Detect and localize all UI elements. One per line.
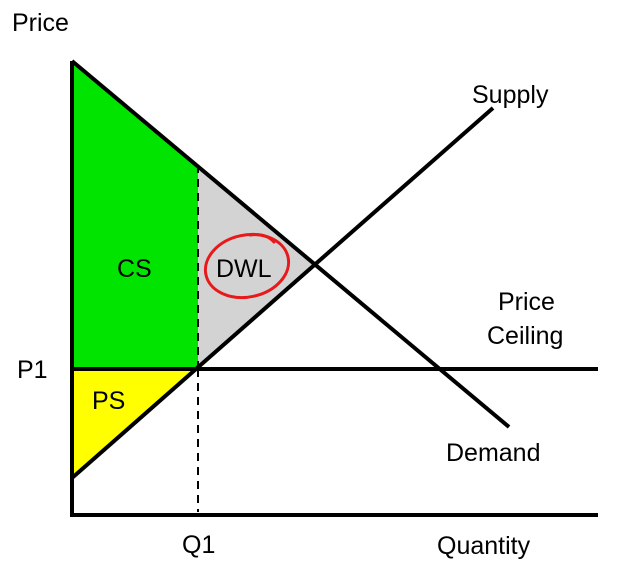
price-ceiling-label-line2: Ceiling bbox=[487, 322, 563, 350]
deadweight-loss-label: DWL bbox=[216, 255, 272, 283]
supply-label: Supply bbox=[472, 81, 549, 109]
consumer-surplus-label: CS bbox=[117, 255, 152, 283]
q1-label: Q1 bbox=[182, 531, 215, 559]
producer-surplus-label: PS bbox=[92, 387, 125, 415]
deadweight-loss-area bbox=[198, 165, 316, 369]
y-axis-label: Price bbox=[12, 9, 69, 37]
supply-curve bbox=[70, 106, 495, 480]
dwl-annotation-tail bbox=[248, 233, 276, 244]
x-axis-label: Quantity bbox=[437, 532, 531, 560]
price-ceiling-label-line1: Price bbox=[498, 288, 555, 316]
dwl-annotation-circle bbox=[203, 232, 291, 300]
demand-curve bbox=[70, 59, 511, 429]
p1-label: P1 bbox=[17, 356, 48, 384]
consumer-surplus-area bbox=[72, 61, 198, 369]
demand-label: Demand bbox=[446, 439, 541, 467]
